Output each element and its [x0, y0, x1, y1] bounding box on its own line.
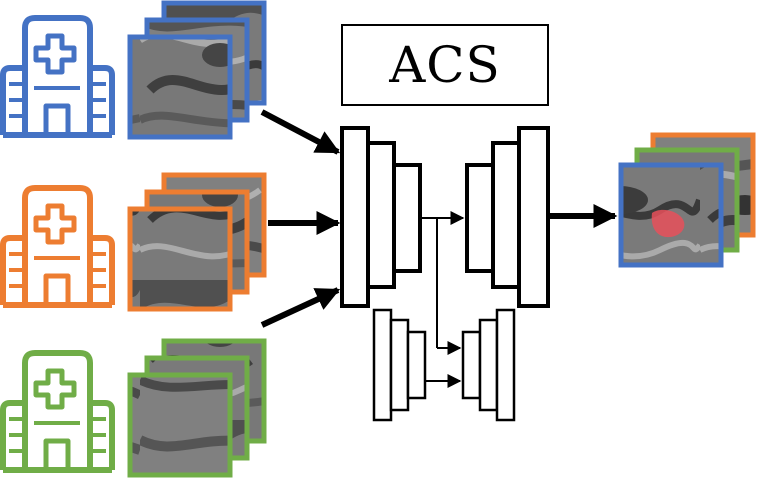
aux-encoder-block-1 — [372, 308, 393, 422]
input-arrow-site-3 — [260, 287, 341, 328]
auxiliary-network — [372, 308, 516, 422]
bottleneck-connections — [420, 211, 465, 388]
hospital-icon — [0, 350, 115, 473]
encoder-block-2 — [366, 141, 396, 289]
mri-slice-stack — [127, 172, 267, 312]
mri-slice-stack — [127, 338, 267, 478]
site-2-group — [0, 172, 267, 312]
encoder-block-3 — [392, 163, 422, 273]
acs-label: ACS — [389, 36, 501, 94]
main-network — [340, 126, 550, 308]
segmentation-output-stack — [618, 132, 756, 268]
segmentation-mask — [651, 209, 685, 238]
aux-decoder-block-2 — [478, 318, 499, 412]
aux-encoder-block-3 — [406, 330, 427, 400]
decoder-block-2 — [491, 141, 521, 289]
site-1-group — [0, 0, 267, 140]
decoder-block-1 — [465, 163, 495, 273]
aux-decoder-block-1 — [461, 330, 482, 400]
aux-decoder-block-3 — [495, 308, 516, 422]
site-3-group — [0, 338, 267, 478]
decoder-block-3 — [517, 126, 550, 308]
aux-encoder-block-2 — [389, 318, 410, 412]
acs-title-box: ACS — [341, 24, 549, 106]
mri-slice-stack — [127, 0, 267, 140]
hospital-icon — [0, 15, 115, 138]
encoder-block-1 — [340, 126, 370, 308]
hospital-icon — [0, 185, 115, 308]
input-arrow-site-1 — [260, 109, 341, 155]
